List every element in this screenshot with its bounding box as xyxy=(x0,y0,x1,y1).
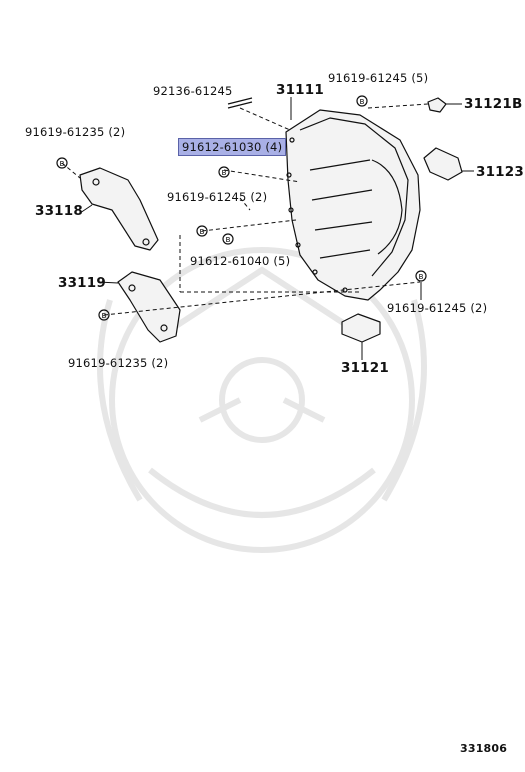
label-92136-61245[interactable]: 92136-61245 xyxy=(153,84,233,98)
pad-31121-shape xyxy=(341,313,381,343)
stud-92136-shape xyxy=(227,97,253,109)
label-91619-61245-2-right[interactable]: 91619-61245 (2) xyxy=(387,301,488,315)
watermark-emblem xyxy=(97,247,427,553)
document-id: 331806 xyxy=(460,742,508,755)
clip-31121b-shape xyxy=(427,97,447,113)
bracket-33119-shape xyxy=(117,271,181,343)
cover-31123-shape xyxy=(423,147,463,181)
label-33118[interactable]: 33118 xyxy=(35,203,83,219)
label-31111[interactable]: 31111 xyxy=(276,82,324,98)
label-31121[interactable]: 31121 xyxy=(341,360,389,376)
bolt-marker-b: B xyxy=(200,228,205,236)
housing-31111-shape xyxy=(285,109,421,301)
bolt-marker-b: B xyxy=(360,98,365,106)
label-91612-61040-5[interactable]: 91612-61040 (5) xyxy=(190,254,291,268)
bolt-marker-b: B xyxy=(226,236,231,244)
bolt-marker-b: B xyxy=(102,312,107,320)
label-91619-61245-5[interactable]: 91619-61245 (5) xyxy=(328,71,429,85)
label-31121b[interactable]: 31121B xyxy=(464,96,523,112)
label-91612-61030-highlighted[interactable]: 91612-61030 (4) xyxy=(178,138,287,156)
bolt-marker-b: B xyxy=(60,160,65,168)
label-33119[interactable]: 33119 xyxy=(58,275,106,291)
label-31123[interactable]: 31123 xyxy=(476,164,524,180)
bolt-markers: B B B B B B B xyxy=(56,95,427,321)
bolt-marker-b: B xyxy=(222,169,227,177)
leader-lines xyxy=(61,97,474,360)
bracket-33118-shape xyxy=(79,167,159,251)
label-91619-61235-2-top[interactable]: 91619-61235 (2) xyxy=(25,125,126,139)
label-91619-61245-2-left[interactable]: 91619-61245 (2) xyxy=(167,190,268,204)
label-91619-61235-2-bottom[interactable]: 91619-61235 (2) xyxy=(68,356,169,370)
bolt-marker-b: B xyxy=(419,273,424,281)
